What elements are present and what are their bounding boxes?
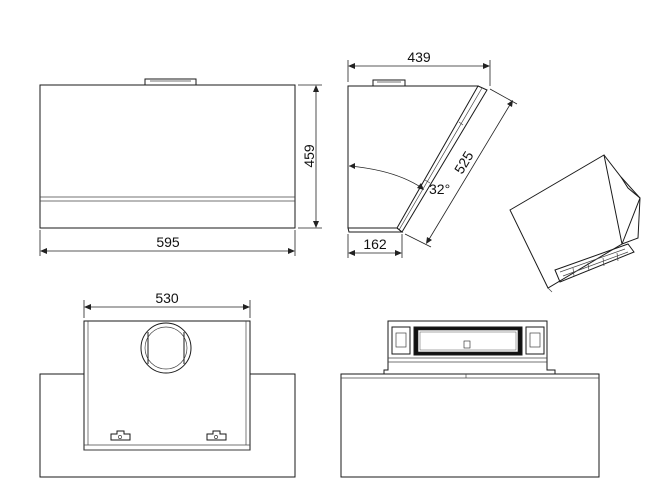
side-collar	[372, 79, 406, 86]
front-height-label: 459	[301, 144, 317, 168]
top-width-label: 530	[155, 290, 179, 306]
side-base-dimension: 162	[347, 234, 403, 258]
top-width-dimension: 530	[83, 290, 251, 318]
side-depth-label: 439	[407, 49, 431, 65]
rear-filter-window	[413, 326, 523, 356]
duct-outlet	[140, 322, 192, 374]
mounting-bracket-left	[110, 430, 131, 441]
perspective-view	[509, 154, 641, 293]
side-base-label: 162	[363, 236, 387, 252]
side-glass-label: 525	[451, 148, 477, 176]
angle-indicator: 32°	[348, 163, 450, 197]
top-view: 530	[39, 290, 296, 478]
side-angle-label: 32°	[429, 181, 450, 197]
front-width-label: 595	[156, 234, 180, 250]
mounting-bracket-right	[206, 430, 227, 441]
front-height-dimension: 459	[298, 84, 322, 229]
front-width-dimension: 595	[39, 230, 296, 256]
rear-view	[340, 320, 600, 478]
side-glass-dimension: 525	[404, 88, 518, 248]
top-collar	[144, 78, 197, 85]
front-view: 459 595	[39, 78, 322, 256]
side-depth-dimension: 439	[347, 49, 491, 86]
side-view: 32° 439 525 162	[347, 49, 518, 258]
filter-tray	[554, 243, 635, 283]
